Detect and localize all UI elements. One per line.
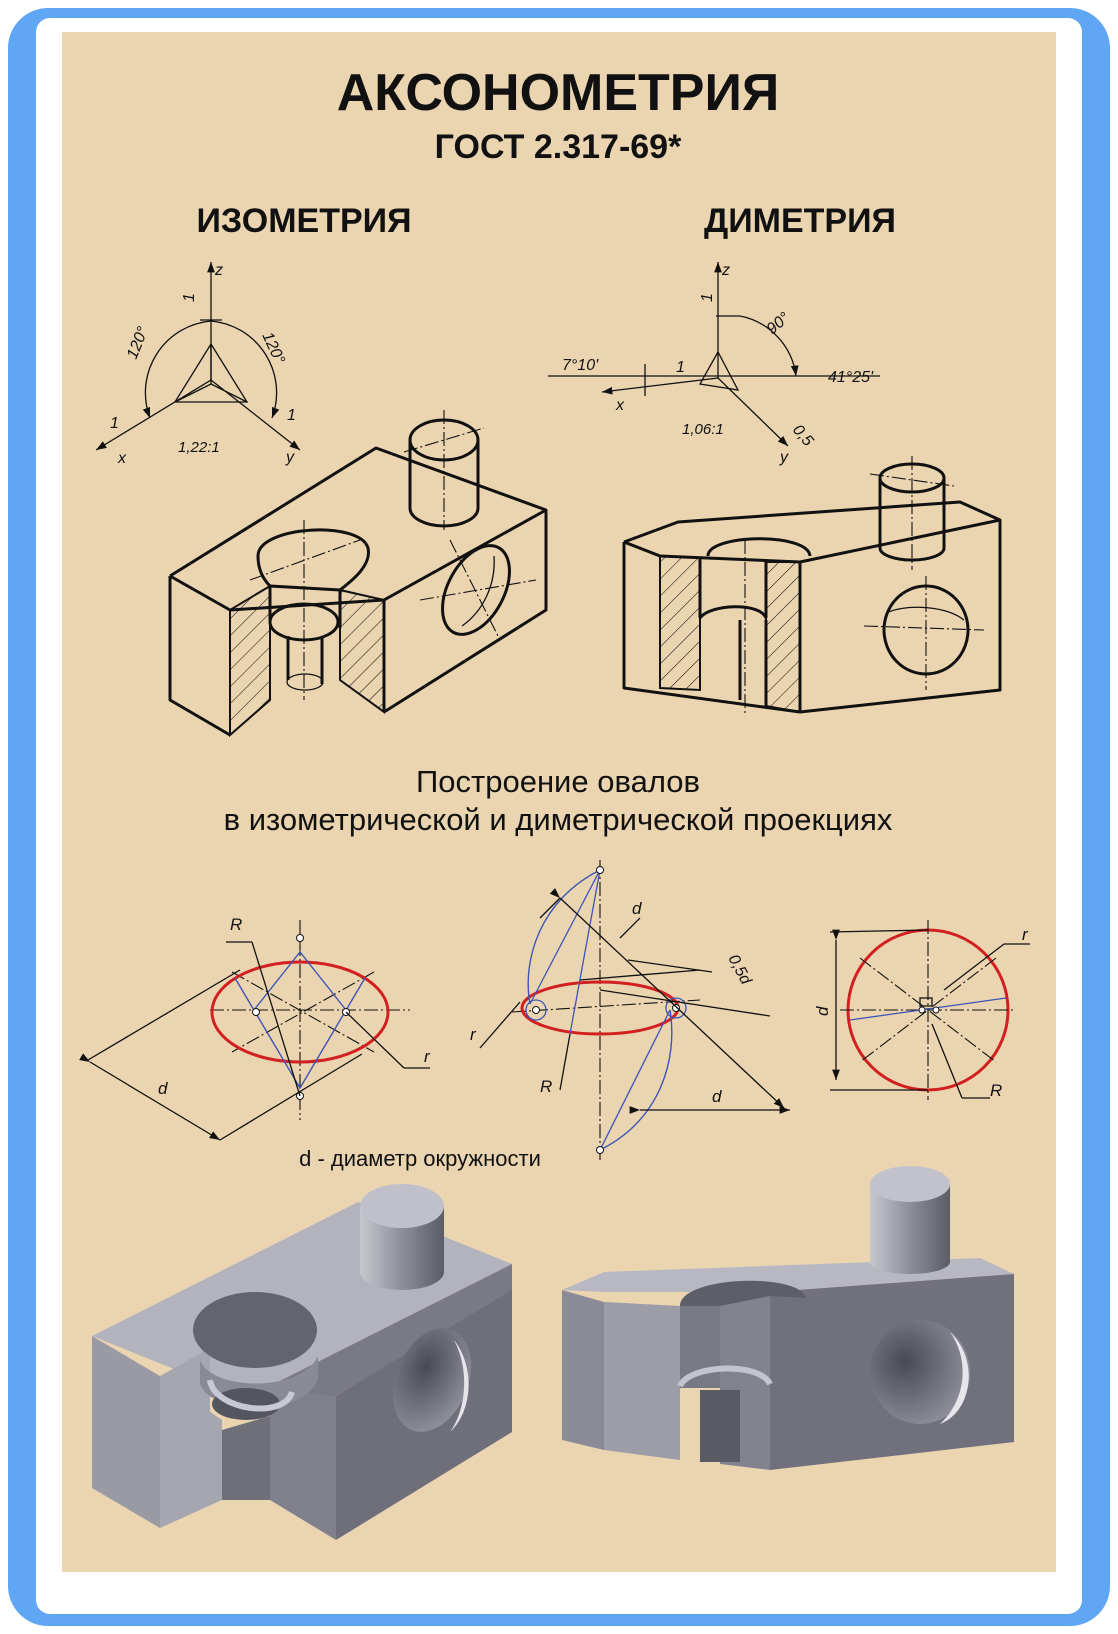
iso-axis-y-label: y <box>285 449 295 466</box>
circle-r: r <box>1022 925 1029 944</box>
poster-title: АКСОНОМЕТРИЯ <box>337 64 780 122</box>
iso-scale: 1,22:1 <box>178 439 220 456</box>
dimetric-oval-construction: d 0,5d r R d <box>470 860 790 1160</box>
dim-angle-x: 7°10' <box>562 357 599 374</box>
dim-oval-d-bottom: d <box>712 1087 722 1106</box>
isometric-solid-render <box>92 1184 512 1540</box>
iso-oval-R: R <box>230 915 242 934</box>
dim-coef-z: 1 <box>699 293 716 302</box>
ovals-heading-line2: в изометрической и диметрической проекци… <box>224 802 893 837</box>
dim-axis-x-label: x <box>615 397 625 414</box>
dim-axis-z-label: z <box>721 262 730 279</box>
iso-axis-x-label: x <box>117 450 127 467</box>
dim-scale: 1,06:1 <box>682 421 724 438</box>
isometric-part-drawing <box>168 410 548 738</box>
ovals-heading-line1: Построение овалов <box>416 764 700 799</box>
dim-angle-y: 41°25' <box>828 369 874 386</box>
isometric-oval-construction: R r d <box>79 915 431 1141</box>
iso-coef-x: 1 <box>110 415 119 432</box>
dim-oval-r: r <box>470 1025 477 1044</box>
iso-oval-r: r <box>424 1047 431 1066</box>
isometry-heading: ИЗОМЕТРИЯ <box>196 202 411 240</box>
circle-d: d <box>813 1006 832 1016</box>
dim-coef-x: 1 <box>676 359 685 376</box>
iso-axis-z-label: z <box>214 262 223 279</box>
frontal-circle-construction: d r R <box>813 920 1030 1100</box>
poster-subtitle: ГОСТ 2.317-69* <box>435 128 682 166</box>
dim-oval-d-top: d <box>632 899 642 918</box>
dim-oval-R: R <box>540 1077 552 1096</box>
circle-R: R <box>990 1081 1002 1100</box>
dim-axis-y-label: y <box>779 449 789 466</box>
dimetric-solid-render <box>562 1166 1014 1470</box>
dimetry-heading: ДИМЕТРИЯ <box>704 202 896 240</box>
iso-coef-z: 1 <box>181 293 198 302</box>
dimetric-part-drawing <box>622 456 1002 716</box>
ovals-note: d - диаметр окружности <box>299 1146 541 1171</box>
iso-oval-d: d <box>158 1079 168 1098</box>
iso-coef-y: 1 <box>287 407 296 424</box>
